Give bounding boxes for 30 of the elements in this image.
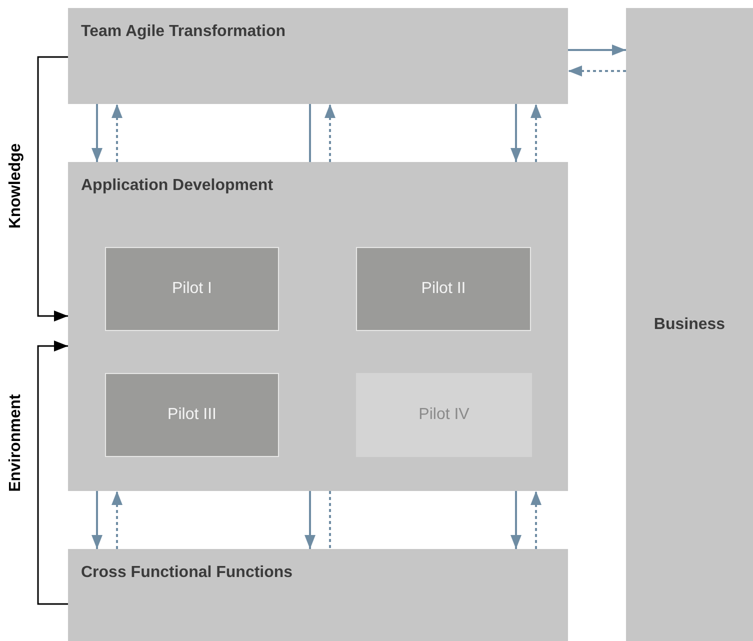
arrow bbox=[324, 104, 336, 162]
pilot-box bbox=[105, 373, 279, 457]
box-label: Pilot II bbox=[421, 279, 466, 299]
bracket-arrow bbox=[37, 56, 68, 322]
bracket-arrow bbox=[37, 340, 68, 605]
box-label: Pilot I bbox=[172, 279, 212, 299]
arrow bbox=[530, 491, 542, 549]
process-box bbox=[68, 549, 568, 641]
arrow bbox=[304, 491, 316, 549]
arrow bbox=[112, 491, 122, 549]
arrow bbox=[92, 491, 102, 549]
arrow bbox=[510, 104, 522, 162]
arrow bbox=[530, 104, 542, 162]
box-title: Cross Functional Functions bbox=[81, 563, 293, 583]
side-panel bbox=[626, 8, 753, 641]
box-title: Team Agile Transformation bbox=[81, 22, 286, 42]
box-label: Business bbox=[654, 314, 726, 334]
box-title: Application Development bbox=[81, 176, 274, 196]
arrow bbox=[510, 491, 522, 549]
arrow bbox=[92, 104, 102, 162]
arrow bbox=[112, 104, 122, 162]
box-label: Pilot IV bbox=[418, 405, 470, 425]
edge-label: Knowledge bbox=[8, 143, 24, 229]
box-label: Pilot III bbox=[168, 405, 216, 425]
process-box bbox=[68, 162, 568, 491]
arrow bbox=[568, 66, 626, 76]
pilot-box bbox=[356, 247, 531, 331]
arrow bbox=[568, 44, 626, 56]
process-box bbox=[68, 8, 568, 104]
pilot-box bbox=[105, 247, 279, 331]
